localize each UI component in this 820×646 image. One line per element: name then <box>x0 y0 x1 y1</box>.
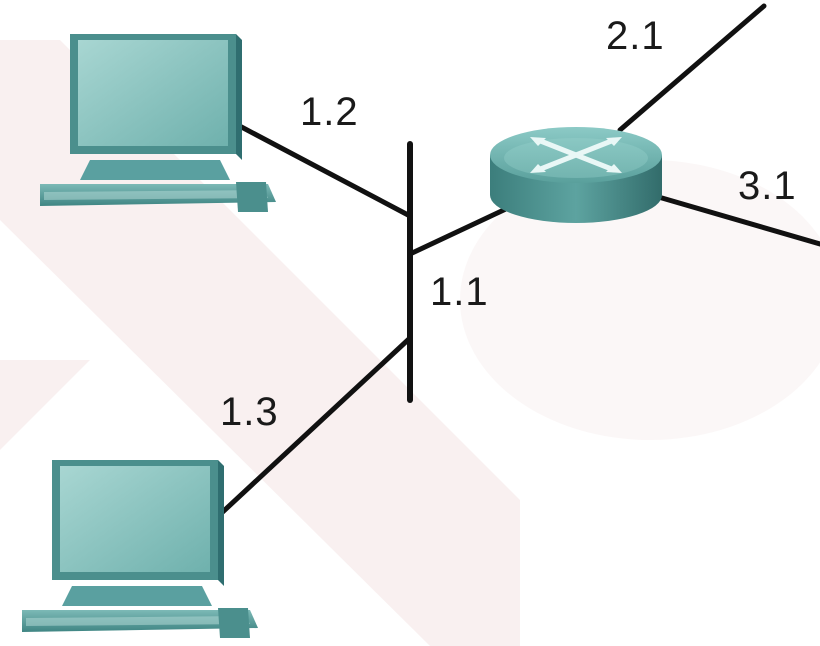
link-host-bottom <box>211 335 413 523</box>
address-label-router-upper: 2.1 <box>606 14 665 58</box>
address-label-host-bottom: 1.3 <box>220 390 279 434</box>
link-router-right <box>659 195 820 247</box>
address-label-host-top: 1.2 <box>300 90 359 134</box>
desktop-computer-icon <box>22 460 258 638</box>
links <box>211 3 820 523</box>
router-icon <box>490 127 662 223</box>
address-label-router-right: 3.1 <box>738 164 797 208</box>
link-router-upper <box>617 3 767 133</box>
link-segment-router <box>407 205 511 257</box>
address-label-router-lan: 1.1 <box>430 270 489 314</box>
desktop-computer-icon <box>40 34 276 212</box>
link-host-top <box>229 119 413 219</box>
